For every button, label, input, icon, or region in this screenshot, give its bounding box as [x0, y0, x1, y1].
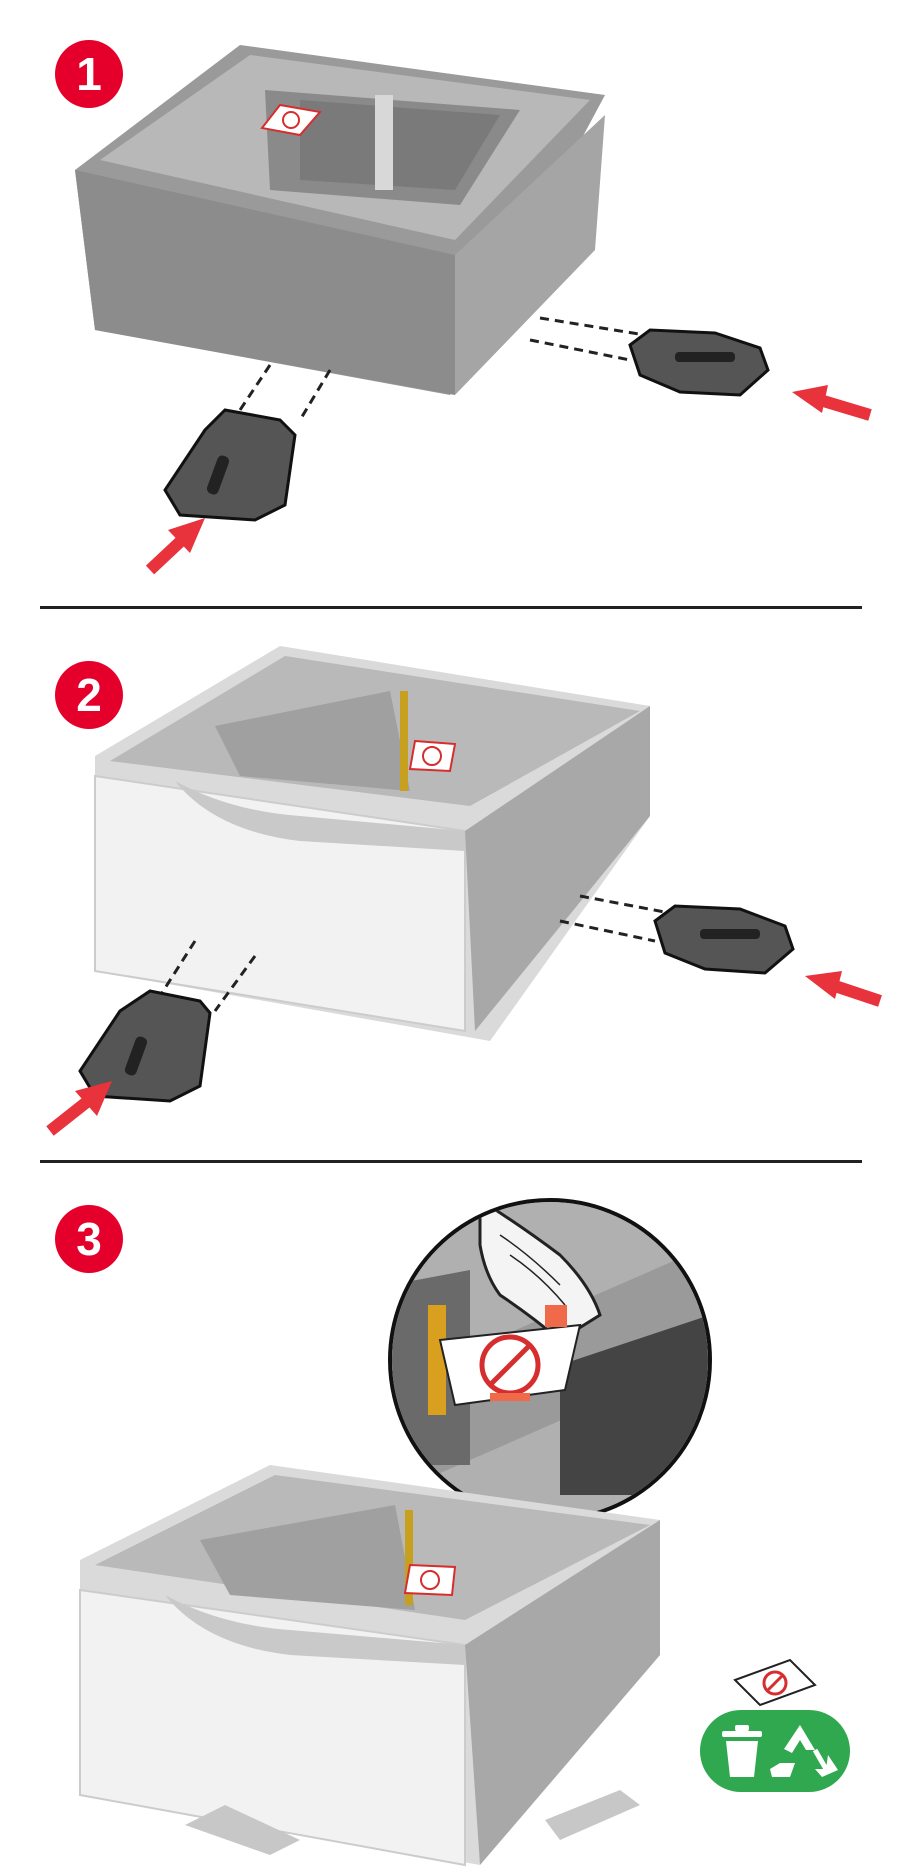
- step-3-badge: 3: [55, 1205, 123, 1273]
- arrow-left: [145, 518, 205, 575]
- step-1-panel: 1: [0, 0, 900, 608]
- white-drawer-tray: [94, 646, 650, 1041]
- step-3-panel: 3: [0, 1165, 900, 1875]
- step-1-illustration: [75, 45, 872, 575]
- foot-right: [559, 894, 795, 975]
- warning-sticker: [403, 1563, 457, 1597]
- step-2-panel: 2: [0, 611, 900, 1161]
- warning-sticker: [408, 739, 457, 773]
- white-drawer-tray: [79, 1465, 660, 1867]
- zoom-callout: [388, 1198, 712, 1581]
- removed-sticker: [733, 1658, 817, 1707]
- recycle-badge: [700, 1710, 850, 1792]
- arrow-right: [792, 385, 872, 421]
- foot-right: [529, 316, 770, 397]
- step-3-illustration: [79, 1198, 850, 1867]
- divider-2: [40, 1160, 862, 1163]
- step-2-illustration: [46, 646, 882, 1136]
- arrow-left: [46, 1081, 112, 1136]
- step-2-badge: 2: [55, 661, 123, 729]
- arrow-right: [805, 971, 882, 1007]
- trash-icon: [722, 1725, 762, 1777]
- foot-left: [163, 364, 332, 522]
- warning-sticker: [260, 103, 322, 137]
- foot-left: [78, 940, 257, 1103]
- step-1-badge: 1: [55, 40, 123, 108]
- recycle-icon: [770, 1725, 838, 1777]
- divider-1: [40, 606, 862, 609]
- gray-tray: [75, 45, 605, 395]
